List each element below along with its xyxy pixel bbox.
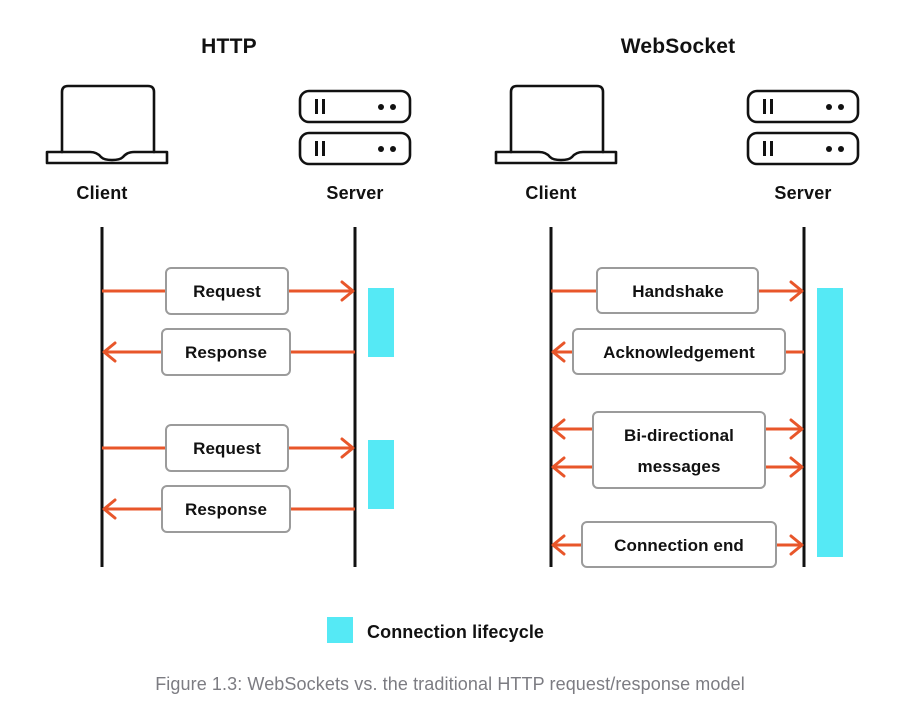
message-http-response-1: Response bbox=[102, 328, 355, 376]
message-box bbox=[572, 328, 786, 375]
message-http-request-1: Request bbox=[102, 267, 355, 315]
laptop-icon bbox=[45, 84, 169, 165]
lifecycle-bar-http-2 bbox=[368, 440, 394, 509]
legend-swatch-lifecycle bbox=[327, 617, 353, 643]
panel-title-http: HTTP bbox=[201, 35, 257, 58]
message-label-line2: messages bbox=[637, 457, 720, 476]
panel-websocket: WebSocket Client Server bbox=[494, 35, 860, 568]
message-ws-bidirectional: Bi-directional messages bbox=[551, 411, 804, 489]
legend: Connection lifecycle bbox=[327, 617, 544, 643]
message-box bbox=[165, 267, 289, 315]
server-icon bbox=[746, 89, 860, 166]
laptop-icon bbox=[494, 84, 618, 165]
message-http-response-2: Response bbox=[102, 485, 355, 533]
actor-label-http-client: Client bbox=[76, 183, 127, 203]
message-label: Response bbox=[185, 500, 267, 519]
message-label-line1: Bi-directional bbox=[624, 426, 734, 445]
message-label: Request bbox=[193, 282, 261, 301]
message-label: Connection end bbox=[614, 536, 744, 555]
message-box bbox=[161, 485, 291, 533]
message-label: Acknowledgement bbox=[603, 343, 755, 362]
server-icon bbox=[298, 89, 412, 166]
panel-http: HTTP Client Server bbox=[45, 35, 412, 567]
legend-label-lifecycle: Connection lifecycle bbox=[367, 622, 544, 642]
message-ws-connection-end: Connection end bbox=[551, 521, 804, 568]
actor-label-ws-client: Client bbox=[525, 183, 576, 203]
message-http-request-2: Request bbox=[102, 424, 355, 472]
message-box bbox=[596, 267, 759, 314]
message-label: Response bbox=[185, 343, 267, 362]
message-label: Handshake bbox=[632, 282, 724, 301]
message-box bbox=[165, 424, 289, 472]
lifecycle-bar-ws-1 bbox=[817, 288, 843, 557]
actor-label-ws-server: Server bbox=[774, 183, 831, 203]
figure-caption: Figure 1.3: WebSockets vs. the tradition… bbox=[155, 674, 745, 694]
message-box bbox=[161, 328, 291, 376]
message-box bbox=[592, 411, 766, 489]
message-ws-acknowledgement: Acknowledgement bbox=[551, 328, 804, 375]
lifecycle-bar-http-1 bbox=[368, 288, 394, 357]
panel-title-websocket: WebSocket bbox=[621, 35, 736, 58]
message-box bbox=[581, 521, 777, 568]
message-label: Request bbox=[193, 439, 261, 458]
actor-label-http-server: Server bbox=[326, 183, 383, 203]
message-ws-handshake: Handshake bbox=[551, 267, 804, 314]
